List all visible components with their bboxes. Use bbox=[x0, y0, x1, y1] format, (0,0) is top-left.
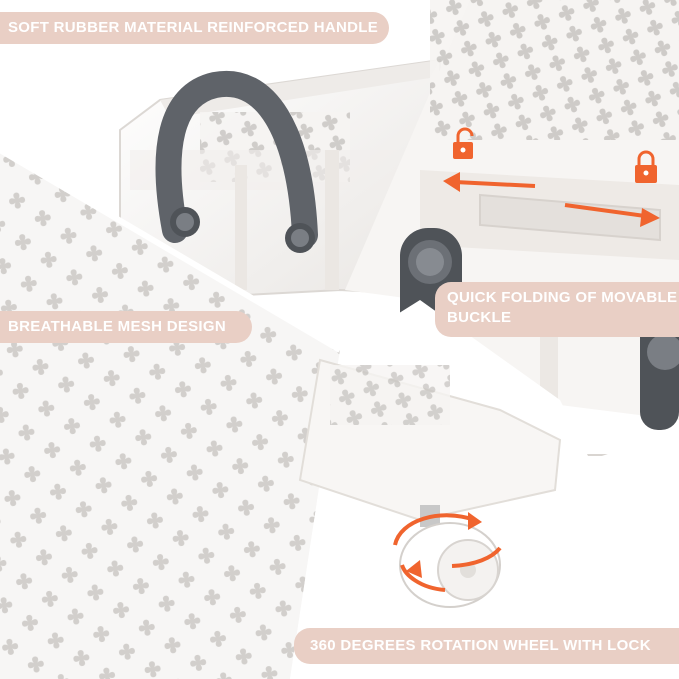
rotation-arrow-icon bbox=[393, 512, 502, 592]
lock-icon bbox=[635, 150, 657, 183]
rubber-handle bbox=[155, 70, 318, 253]
label-buckle: QUICK FOLDING OF MOVABLE BUCKLE bbox=[435, 282, 679, 337]
label-mesh: BREATHABLE MESH DESIGN bbox=[0, 311, 252, 343]
label-wheel: 360 DEGREES ROTATION WHEEL WITH LOCK bbox=[294, 628, 679, 664]
mesh-panel bbox=[0, 147, 342, 679]
wheel-panel bbox=[290, 300, 679, 679]
unlock-icon bbox=[453, 127, 474, 159]
double-arrow-icon bbox=[443, 172, 660, 227]
label-handle: SOFT RUBBER MATERIAL REINFORCED HANDLE bbox=[0, 12, 389, 44]
